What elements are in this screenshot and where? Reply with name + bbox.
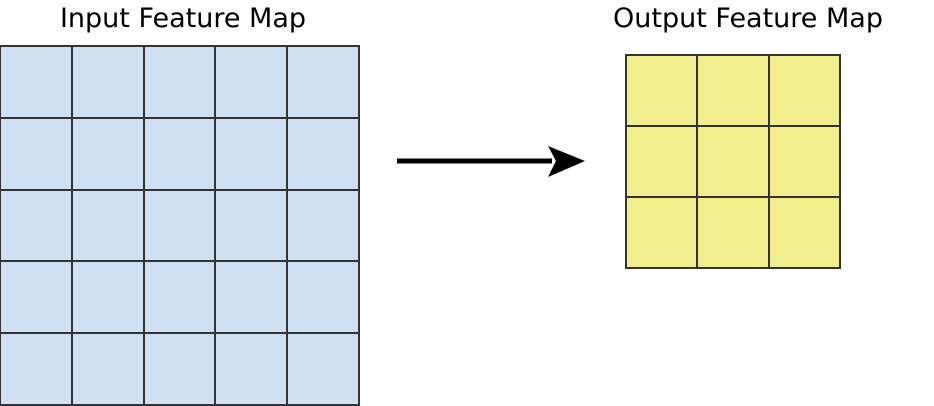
input-feature-map-cell (286, 332, 360, 406)
input-feature-map-cell (286, 260, 360, 335)
output-feature-map-cell (625, 125, 699, 198)
input-feature-map-cell (214, 45, 289, 119)
input-feature-map-cell (286, 45, 360, 119)
input-feature-map-cell (70, 332, 145, 406)
input-feature-map-cell (0, 45, 73, 119)
input-feature-map-cell (0, 188, 73, 263)
input-feature-map-cell (70, 116, 145, 191)
input-feature-map-cell (70, 188, 145, 263)
output-feature-map-cell (696, 196, 770, 269)
input-feature-map-cell (142, 260, 217, 335)
output-feature-map-cell (767, 196, 841, 269)
input-feature-map-cell (286, 188, 360, 263)
input-feature-map-cell (70, 45, 145, 119)
input-feature-map-cell (214, 116, 289, 191)
output-feature-map-cell (696, 125, 770, 198)
input-feature-map-cell (142, 332, 217, 406)
output-feature-map-cell (696, 54, 770, 127)
output-feature-map-title: Output Feature Map (613, 3, 883, 34)
output-feature-map-cell (625, 54, 699, 127)
input-feature-map-cell (214, 188, 289, 263)
output-feature-map-cell (767, 54, 841, 127)
input-feature-map-cell (142, 45, 217, 119)
input-feature-map-cell (0, 332, 73, 406)
output-feature-map-cell (767, 125, 841, 198)
input-feature-map-cell (142, 116, 217, 191)
input-feature-map-cell (70, 260, 145, 335)
right-arrow-icon (397, 146, 585, 177)
input-feature-map-title: Input Feature Map (59, 3, 307, 34)
input-feature-map-cell (214, 260, 289, 335)
input-feature-map-cell (214, 332, 289, 406)
input-feature-map-cell (0, 260, 73, 335)
input-feature-map-cell (0, 116, 73, 191)
output-feature-map-cell (625, 196, 699, 269)
output-feature-map-grid (625, 54, 841, 269)
input-feature-map-grid (0, 45, 360, 406)
input-feature-map-cell (286, 116, 360, 191)
input-feature-map-cell (142, 188, 217, 263)
